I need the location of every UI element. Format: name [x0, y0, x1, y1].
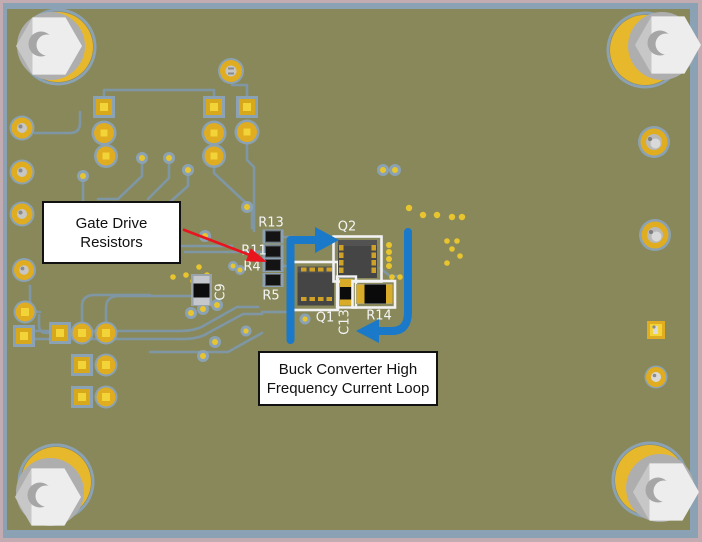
vias [77, 152, 466, 362]
callout-gate-drive-line1: Gate Drive [75, 214, 148, 232]
pad-column-right [638, 126, 671, 389]
capacitor-c9 [191, 274, 212, 306]
silkscreen-label-r14: R14 [366, 308, 392, 324]
mounting-bolt-top-right [606, 11, 701, 89]
resistor-stack [262, 229, 284, 287]
silkscreen-label-r4: R4 [243, 259, 261, 275]
pad-top-middle [218, 58, 244, 84]
silkscreen-label-c13: C13 [337, 309, 353, 335]
mounting-bolt-top-left [16, 8, 97, 86]
mounting-bolt-bottom-left [15, 443, 95, 526]
callout-buck-line1: Buck Converter High [278, 360, 418, 378]
silkscreen-label-q2: Q2 [337, 219, 357, 235]
callout-gate-drive-line2: Resistors [80, 233, 143, 251]
ic-q2 [332, 235, 383, 283]
silkscreen-label-r5: R5 [262, 288, 280, 304]
callout-buck-line2: Frequency Current Loop [266, 379, 430, 397]
silkscreen-label-r11: R11 [241, 243, 267, 259]
ic-q1 [291, 260, 340, 312]
resistor-r14 [351, 279, 397, 309]
pad-cluster-bottom-left [13, 321, 118, 409]
callout-gate-drive-resistors: Gate Drive Resistors [42, 201, 181, 264]
callout-buck-current-loop: Buck Converter High Frequency Current Lo… [258, 351, 438, 406]
silkscreen-label-c9: C9 [213, 283, 229, 301]
pad-column-left [9, 115, 37, 324]
silkscreen-label-q1: Q1 [315, 310, 335, 326]
mounting-bolt-bottom-right [611, 441, 699, 522]
silkscreen-label-r13: R13 [258, 215, 284, 231]
pad-cluster-top-left [91, 96, 260, 168]
